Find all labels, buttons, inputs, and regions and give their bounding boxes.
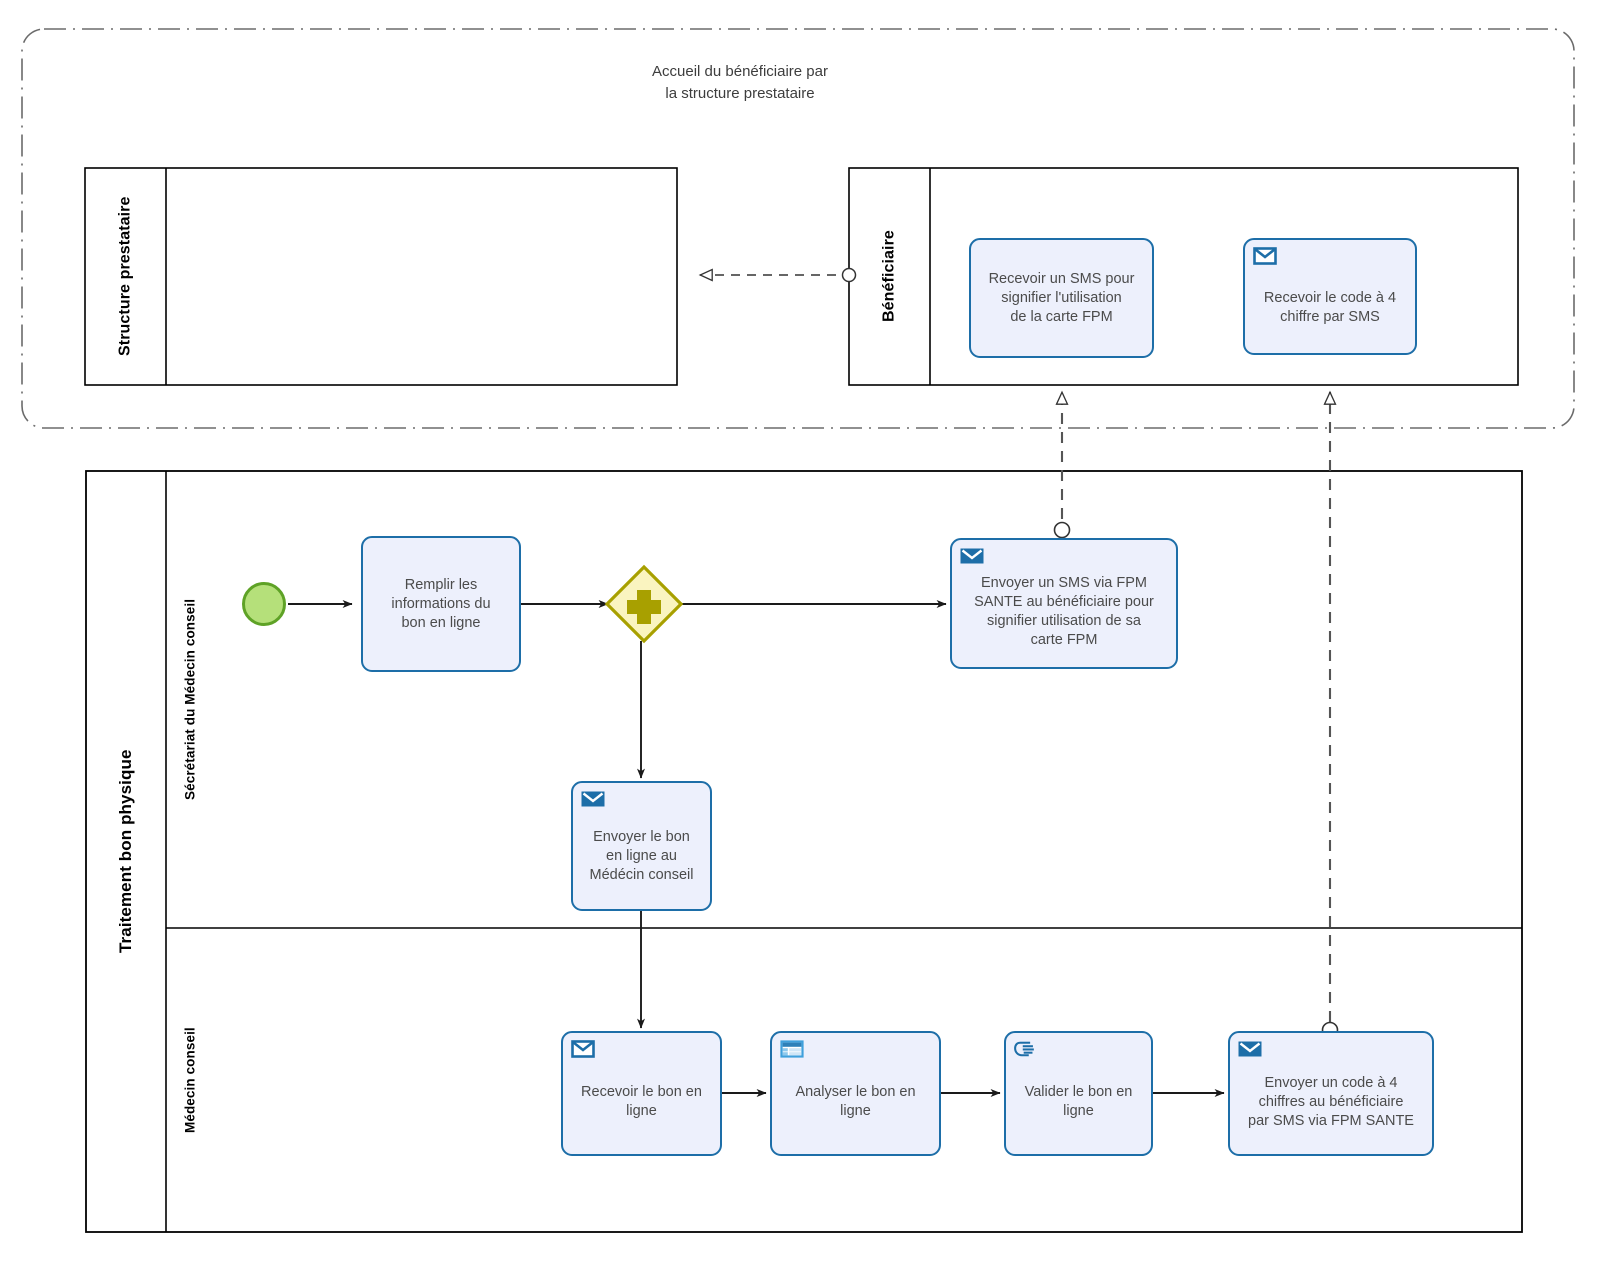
task-analyser-bon-label: Analyser le bon en ligne [779,1067,932,1121]
task-envoyer-code-4-chiffres[interactable]: Envoyer un code à 4 chiffres au bénéfici… [1228,1031,1434,1156]
task-line: ligne [1063,1102,1094,1119]
task-line: Médécin conseil [589,866,694,883]
task-line: Envoyer le bon [593,828,690,845]
message-flow-sms-to-recevoir-sms [1053,392,1071,539]
task-line: Remplir les [404,576,478,593]
task-line: Envoyer un SMS via FPM [981,574,1147,591]
task-recevoir-bon-label: Recevoir le bon en ligne [570,1067,713,1121]
envelope-outline-icon [571,1040,595,1058]
business-rule-icon [780,1040,804,1058]
pool-label-traitement-bon-physique: Traitement bon physique [116,749,135,954]
task-envoyer-sms-fpm[interactable]: Envoyer un SMS via FPM SANTE au bénéfici… [950,538,1178,669]
start-event [242,582,286,626]
task-envoyer-bon-label: Envoyer le bon en ligne au Médécin conse… [580,808,703,885]
group-label-line1: Accueil du bénéficiaire par [652,63,828,80]
sequence-flows [288,600,1225,1097]
task-envoyer-code-label: Envoyer un code à 4 chiffres au bénéfici… [1237,1056,1425,1131]
parallel-gateway [604,564,684,644]
envelope-filled-icon [960,548,984,564]
task-line: Envoyer un code à 4 [1264,1075,1398,1091]
lane-label-medecin-conseil: Médecin conseil [182,1027,198,1133]
pool-label-structure-prestataire: Structure prestataire [116,196,134,357]
task-valider-bon-label: Valider le bon en ligne [1013,1067,1144,1121]
group-label: Accueil du bénéficiaire par la structure… [565,61,915,105]
task-line: informations du [391,595,491,612]
group-label-line2: la structure prestataire [665,85,815,102]
task-line: signifier l'utilisation [1001,289,1122,306]
task-line: bon en ligne [401,614,481,631]
task-remplir-informations[interactable]: Remplir les informations du bon en ligne [361,536,521,672]
task-line: en ligne au [606,847,677,864]
task-line: Valider le bon en [1024,1083,1133,1100]
message-flow-beneficiaire-to-structure [700,267,857,283]
task-valider-bon[interactable]: Valider le bon en ligne [1004,1031,1153,1156]
task-line: ligne [840,1102,871,1119]
task-line: Analyser le bon en [795,1083,916,1100]
task-line: Recevoir le code à 4 [1263,289,1397,306]
task-line: carte FPM [1030,631,1098,648]
envelope-outline-icon [1253,247,1277,265]
task-recevoir-sms-carte[interactable]: Recevoir un SMS pour signifier l'utilisa… [969,238,1154,358]
task-recevoir-sms-carte-label: Recevoir un SMS pour signifier l'utilisa… [978,270,1145,327]
task-recevoir-code-label: Recevoir le code à 4 chiffre par SMS [1252,267,1408,327]
task-line: Recevoir un SMS pour [988,270,1135,287]
pool-label-beneficiaire: Bénéficiaire [880,230,898,323]
task-remplir-label: Remplir les informations du bon en ligne [370,576,512,633]
task-line: chiffre par SMS [1280,308,1380,325]
task-recevoir-bon[interactable]: Recevoir le bon en ligne [561,1031,722,1156]
task-line: SANTE au bénéficiaire pour [974,593,1154,610]
task-line: de la carte FPM [1010,308,1113,325]
task-envoyer-bon-medecin[interactable]: Envoyer le bon en ligne au Médécin conse… [571,781,712,911]
lane-label-secretariat: Sécrétariat du Médecin conseil [182,598,198,801]
task-line: chiffres au bénéficiaire [1258,1094,1404,1110]
task-analyser-bon[interactable]: Analyser le bon en ligne [770,1031,941,1156]
pool-structure-prestataire-shape [84,167,678,386]
envelope-filled-icon [581,791,605,807]
task-line: par SMS via FPM SANTE [1248,1113,1414,1129]
envelope-filled-icon [1238,1041,1262,1057]
task-envoyer-sms-label: Envoyer un SMS via FPM SANTE au bénéfici… [959,558,1169,650]
pool-beneficiaire-shape [848,167,1519,386]
hand-icon [1014,1041,1034,1057]
task-line: Recevoir le bon en [581,1083,702,1100]
task-line: ligne [626,1102,657,1119]
task-recevoir-code-4-chiffres[interactable]: Recevoir le code à 4 chiffre par SMS [1243,238,1417,355]
task-line: signifier utilisation de sa [987,612,1141,629]
message-flow-code-to-recevoir-code [1321,392,1339,1039]
